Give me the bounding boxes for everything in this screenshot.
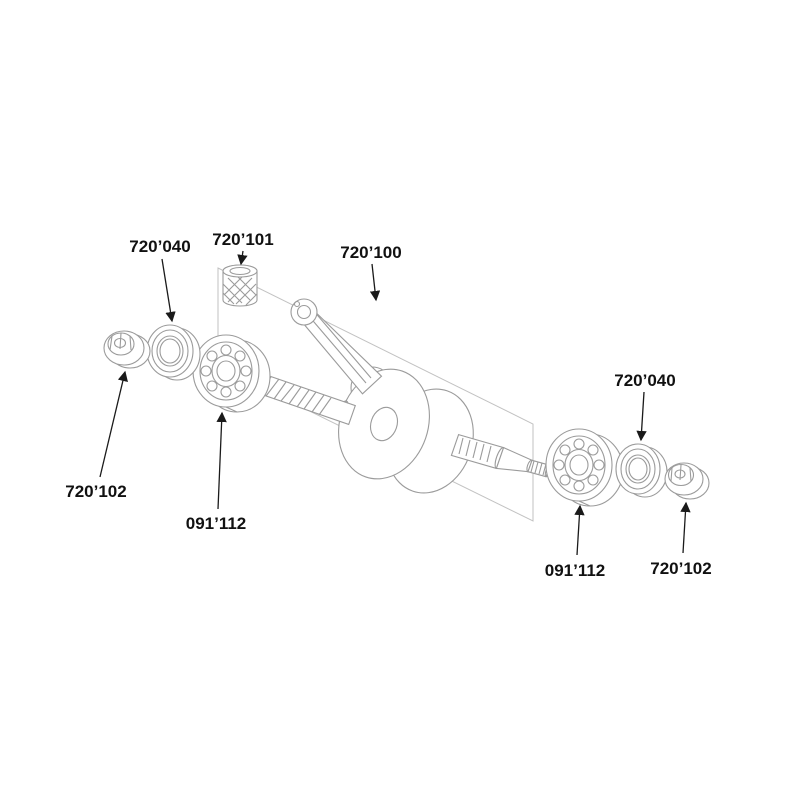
part-crankshaft [256, 298, 552, 494]
leader-nut-right [680, 501, 691, 554]
leader-crankshaft [369, 263, 381, 302]
part-needle-bearing [222, 264, 258, 307]
leader-seal-right [636, 391, 647, 442]
assembly-bounding-box [217, 267, 534, 522]
label-bearing-right: 091’112 [545, 561, 606, 580]
label-nut-right: 720’102 [650, 559, 711, 578]
leader-seal-left [161, 258, 176, 323]
part-nut-left [103, 330, 151, 369]
part-bearing-right [545, 428, 624, 507]
label-bearing-left: 091’112 [186, 514, 247, 533]
part-seal-right [615, 443, 668, 498]
part-nut-right [664, 462, 710, 500]
leader-bearing-left [216, 411, 227, 510]
label-seal-right: 720’040 [614, 371, 675, 390]
label-nut-left: 720’102 [65, 482, 126, 501]
label-seal-left: 720’040 [129, 237, 190, 256]
label-crankshaft: 720’100 [340, 243, 401, 262]
label-needle-bearing: 720’101 [212, 230, 273, 249]
leader-nut-left [99, 370, 128, 478]
leader-bearing-right [574, 504, 585, 556]
part-seal-left [146, 324, 201, 381]
leader-needle-bearing [237, 250, 248, 266]
part-bearing-left [192, 334, 271, 413]
